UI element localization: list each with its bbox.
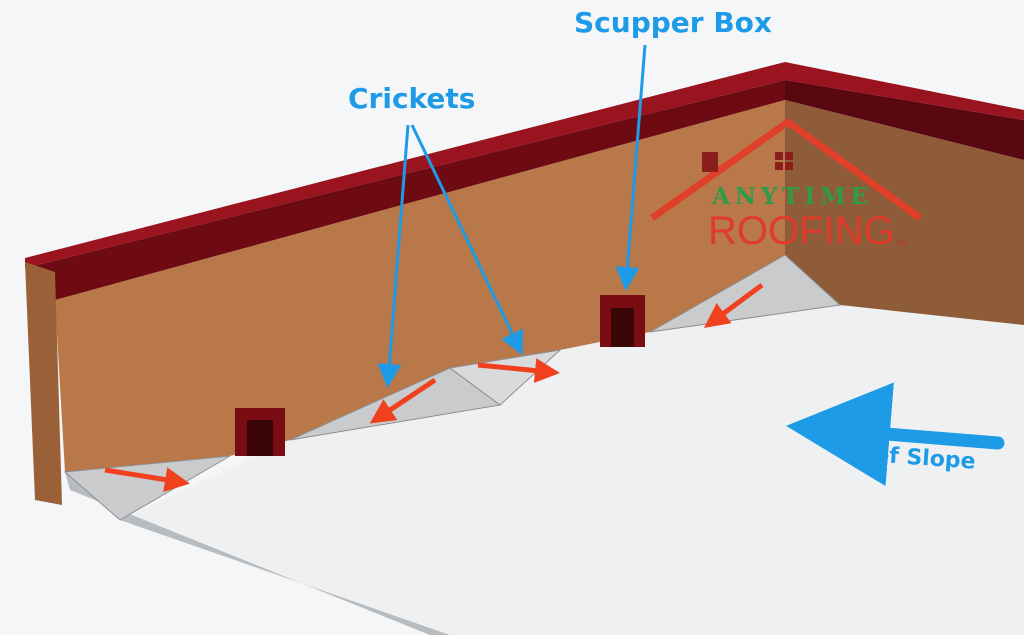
scupper-box-label: Scupper Box [574, 6, 772, 39]
logo-line1: ANYTIME [712, 183, 874, 210]
coping-right [785, 80, 1024, 160]
flow-arrow [477, 358, 560, 383]
pointer-arrow [615, 44, 647, 291]
crickets-label: Crickets [348, 82, 476, 115]
right-wall [785, 100, 1024, 325]
cricket [448, 349, 562, 406]
logo-house-icon [649, 117, 923, 221]
scupper-box [235, 408, 285, 456]
left-post [25, 262, 62, 505]
flow-arrow [369, 377, 437, 424]
logo-row: ROOFING inc. [708, 210, 911, 252]
flow-arrow [703, 282, 764, 328]
coping-front [25, 80, 785, 300]
pointer-arrow [377, 124, 410, 388]
flow-arrow [104, 467, 190, 492]
roof-slope-arrow [786, 382, 1005, 487]
scupper-box [600, 295, 645, 347]
back-wall [55, 100, 785, 472]
pointer-arrow [410, 124, 524, 356]
logo-wordmark: ANYTIME ROOFING inc. [708, 183, 911, 253]
logo-suffix: inc. [896, 238, 911, 247]
logo-line2: ROOFING [708, 209, 895, 253]
cricket [649, 254, 842, 333]
